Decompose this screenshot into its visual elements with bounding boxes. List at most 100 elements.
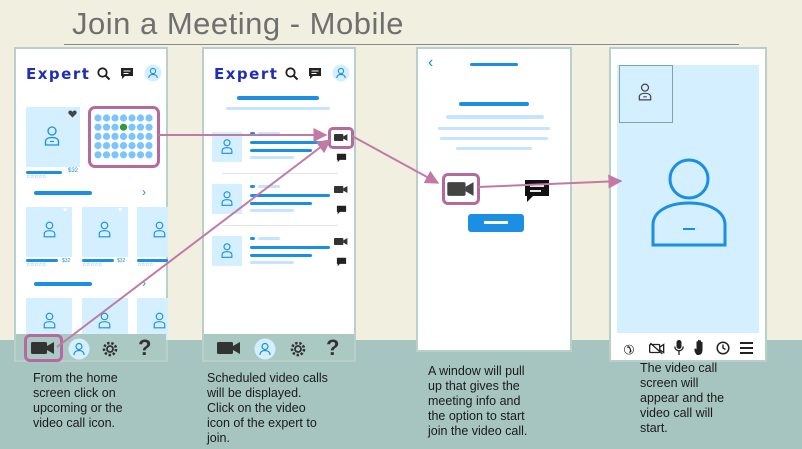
menu-icon[interactable]: [740, 342, 753, 354]
calendar-day-dot[interactable]: [102, 132, 111, 140]
calendar-day-dot[interactable]: [111, 114, 119, 122]
calendar-day-dot[interactable]: [94, 151, 102, 159]
calendar-day-dot[interactable]: [111, 142, 119, 150]
calendar-day-dot[interactable]: [94, 114, 102, 122]
clock-icon[interactable]: [716, 341, 730, 355]
video-camera-icon[interactable]: [334, 185, 348, 194]
calendar-day-dot[interactable]: [136, 142, 145, 150]
calendar-day-dot[interactable]: [94, 123, 102, 131]
chat-icon[interactable]: [120, 67, 134, 80]
calendar-day-dot[interactable]: [94, 142, 102, 150]
app-logo: Expert: [214, 65, 279, 83]
calendar-day-dot[interactable]: [102, 142, 111, 150]
search-icon[interactable]: [97, 67, 111, 81]
heart-icon[interactable]: [68, 110, 77, 118]
caption-line: A window will pull: [428, 364, 525, 378]
profile-icon[interactable]: [254, 338, 276, 360]
caption-line: Scheduled video calls: [207, 371, 328, 385]
calendar-day-dot[interactable]: [102, 114, 111, 122]
calendar-day-dot[interactable]: [128, 114, 136, 122]
caption-line: video call icon.: [33, 416, 115, 430]
rating-stars: ☆☆☆☆☆: [26, 174, 46, 180]
caption-line: screen click on: [33, 386, 116, 400]
profile-icon[interactable]: [68, 338, 90, 360]
chevron-right-icon[interactable]: ›: [142, 276, 146, 290]
person-icon: [153, 221, 166, 238]
calendar-day-dot[interactable]: [136, 114, 145, 122]
heart-icon[interactable]: ♥: [118, 207, 123, 214]
person-icon: [43, 312, 56, 329]
calendar-day-dot[interactable]: [128, 142, 136, 150]
calendar-day-dot[interactable]: [111, 151, 119, 159]
calendar-day-dot[interactable]: [119, 132, 128, 140]
calendar-day-dot[interactable]: [102, 123, 111, 131]
back-icon[interactable]: ‹: [428, 54, 434, 71]
calendar-day-dot[interactable]: [145, 142, 153, 150]
phone-meeting-info: ‹: [416, 47, 572, 352]
calendar-day-dot[interactable]: [119, 142, 128, 150]
video-camera-icon[interactable]: [447, 181, 475, 197]
calendar-day-dot[interactable]: [145, 132, 153, 140]
title-underline: [64, 44, 739, 45]
calendar-today-dot[interactable]: [119, 123, 128, 131]
calendar-day-dot[interactable]: [111, 123, 119, 131]
calendar-day-dot[interactable]: [145, 151, 153, 159]
help-icon[interactable]: ?: [326, 335, 340, 360]
help-icon[interactable]: ?: [138, 335, 152, 360]
calendar-day-dot[interactable]: [102, 151, 111, 159]
video-camera-icon[interactable]: [217, 341, 241, 355]
join-video-highlight-box[interactable]: [442, 173, 480, 205]
chevron-right-icon[interactable]: ›: [142, 185, 146, 199]
video-camera-icon[interactable]: [334, 237, 348, 246]
microphone-icon[interactable]: [674, 340, 684, 356]
calendar-day-dot[interactable]: [111, 132, 119, 140]
calendar-icon[interactable]: [94, 114, 154, 160]
chat-icon[interactable]: [521, 178, 553, 204]
item-divider: [222, 173, 338, 174]
raise-hand-icon[interactable]: [694, 339, 707, 356]
profile-icon[interactable]: [332, 64, 350, 82]
caption-meeting-info: A window will pull up that gives the mee…: [428, 364, 527, 439]
video-camera-icon[interactable]: [334, 133, 348, 142]
camera-off-icon[interactable]: [649, 342, 665, 355]
heart-icon[interactable]: ♥: [63, 207, 68, 214]
caption-line: From the home: [33, 371, 118, 385]
gear-icon[interactable]: [288, 339, 308, 359]
chat-icon[interactable]: [336, 205, 347, 215]
chat-icon[interactable]: [336, 153, 347, 163]
video-camera-icon[interactable]: [31, 341, 55, 355]
calendar-day-dot[interactable]: [145, 123, 153, 131]
chat-icon[interactable]: [308, 67, 322, 80]
hang-up-icon[interactable]: ✆: [619, 340, 638, 359]
video-call-highlight-box[interactable]: [24, 334, 63, 362]
calendar-day-dot[interactable]: [128, 151, 136, 159]
calendar-day-dot[interactable]: [136, 151, 145, 159]
calendar-day-dot[interactable]: [94, 132, 102, 140]
caption-scheduled: Scheduled video calls will be displayed.…: [207, 371, 328, 446]
rating-stars: ☆☆☆☆: [137, 262, 153, 268]
profile-icon[interactable]: [144, 64, 162, 82]
info-title-bar: [459, 102, 529, 106]
section-divider: [34, 191, 92, 195]
calendar-day-dot[interactable]: [136, 132, 145, 140]
item-divider: [222, 225, 338, 226]
calendar-day-dot[interactable]: [136, 123, 145, 131]
caption-line: up that gives the: [428, 379, 520, 393]
call-detail-bar: [250, 185, 255, 188]
self-view-tile[interactable]: [619, 65, 673, 123]
call-detail-bar: [258, 237, 280, 240]
person-icon: [221, 243, 233, 258]
person-icon: [153, 312, 166, 329]
call-detail-bar: [250, 254, 312, 257]
calendar-day-dot[interactable]: [145, 114, 153, 122]
calendar-day-dot[interactable]: [128, 123, 136, 131]
person-icon: [44, 126, 60, 146]
person-icon: [98, 312, 111, 329]
calendar-day-dot[interactable]: [128, 132, 136, 140]
calendar-day-dot[interactable]: [119, 114, 128, 122]
info-line-bar: [440, 137, 548, 140]
calendar-day-dot[interactable]: [119, 151, 128, 159]
search-icon[interactable]: [285, 67, 299, 81]
chat-icon[interactable]: [336, 257, 347, 267]
gear-icon[interactable]: [100, 339, 120, 359]
